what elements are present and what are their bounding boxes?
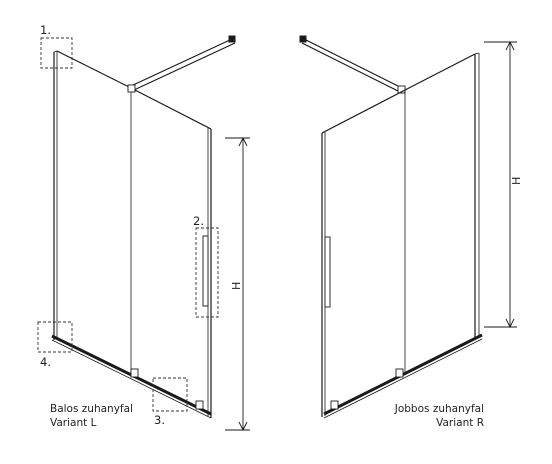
right-height-dimension <box>484 40 517 329</box>
right-height-label: H <box>510 177 523 185</box>
right-bottom-rail <box>323 333 483 419</box>
callout-number-4: 4. <box>40 355 51 369</box>
right-wall-bracket <box>299 35 307 43</box>
right-caption-line1: Jobbos zuhanyfal <box>394 403 484 415</box>
right-stabilizer-bar <box>299 35 406 94</box>
right-handle <box>324 236 331 308</box>
left-stabilizer-bar <box>127 35 236 93</box>
left-detail-box-4 <box>37 321 73 353</box>
left-floor-stopper-1 <box>130 368 139 378</box>
left-bottom-rail <box>51 334 212 419</box>
left-fixed-glass-panel <box>56 50 132 374</box>
callout-number-3: 3. <box>154 413 165 427</box>
right-wall-profile <box>474 52 480 338</box>
left-height-dimension <box>225 136 250 432</box>
left-wall-bracket <box>228 35 236 43</box>
left-caption-line2: Variant L <box>50 417 97 429</box>
left-glass-clamp <box>127 84 136 93</box>
left-detail-box-1 <box>40 37 73 69</box>
right-floor-stopper-1 <box>330 400 339 410</box>
left-handle <box>202 235 209 307</box>
left-wall-profile <box>53 50 58 340</box>
left-caption-line1: Balos zuhanyfal <box>50 403 133 415</box>
left-front-glass-panel <box>130 87 212 418</box>
callout-number-1: 1. <box>40 23 51 37</box>
left-detail-box-2 <box>195 227 219 318</box>
left-detail-box-3 <box>152 377 188 412</box>
right-fixed-glass-panel <box>404 53 476 374</box>
right-caption-line2: Variant R <box>436 417 484 429</box>
callout-number-2: 2. <box>193 214 204 228</box>
left-floor-stopper-2 <box>195 400 204 410</box>
right-floor-stopper-2 <box>395 368 404 378</box>
left-height-label: H <box>230 282 243 290</box>
right-variant-drawing: H Jobbos zuhanyfal Variant R <box>299 35 523 429</box>
right-front-glass-panel <box>321 89 406 417</box>
left-variant-drawing: 1. 2. 3. 4. H Balos zuhanyfal Variant L <box>37 23 250 432</box>
